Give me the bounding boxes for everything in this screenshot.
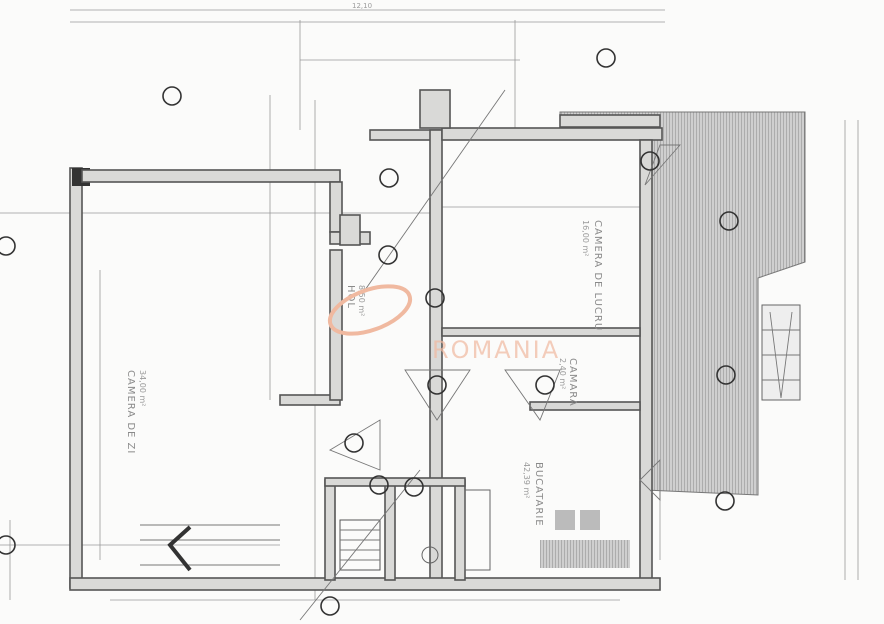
axis-marker xyxy=(715,491,735,511)
watermark-text: ROMANIA xyxy=(432,336,560,364)
axis-markers xyxy=(0,48,739,616)
room-area: 42,39 m² xyxy=(522,462,531,498)
axis-marker xyxy=(320,596,340,616)
watermark: ROMANIA xyxy=(327,284,560,364)
axis-marker xyxy=(716,365,736,385)
axis-marker xyxy=(162,86,182,106)
kitchen-fixtures xyxy=(421,489,630,571)
axis-marker xyxy=(719,211,739,231)
room-camera-de-zi: CAMERA DE ZI 34,00 m² xyxy=(125,370,147,454)
axis-marker xyxy=(379,168,399,188)
axis-marker xyxy=(0,535,16,555)
axis-marker xyxy=(427,375,447,395)
axis-marker xyxy=(640,151,660,171)
axis-marker xyxy=(425,288,445,308)
room-area: 2,40 m² xyxy=(558,358,567,389)
axis-marker xyxy=(404,477,424,497)
section-lines xyxy=(299,89,681,621)
interior-stairs xyxy=(140,519,381,572)
axis-marker xyxy=(369,475,389,495)
room-name: CAMERA DE LUCRU xyxy=(592,220,603,331)
axis-marker xyxy=(0,236,16,256)
watermark-logo xyxy=(327,284,413,336)
room-area: 34,00 m² xyxy=(138,370,147,406)
room-camara: CAMARA 2,40 m² xyxy=(558,358,578,407)
walls xyxy=(69,89,663,591)
room-name: CAMARA xyxy=(567,358,578,407)
room-area: 16,00 m² xyxy=(581,220,590,256)
axis-marker xyxy=(535,375,555,395)
axis-marker xyxy=(344,433,364,453)
terrace-stairs xyxy=(761,304,801,401)
room-area: 8,50 m² xyxy=(357,285,366,316)
room-bucatarie: BUCATARIE 42,39 m² xyxy=(522,462,544,527)
axis-marker xyxy=(596,48,616,68)
room-name: CAMERA DE ZI xyxy=(125,370,136,454)
room-camera-de-lucru: CAMERA DE LUCRU 16,00 m² xyxy=(581,220,603,331)
room-name: BUCATARIE xyxy=(533,462,544,527)
overall-dimension: 12,10 xyxy=(352,2,372,10)
axis-marker xyxy=(378,245,398,265)
